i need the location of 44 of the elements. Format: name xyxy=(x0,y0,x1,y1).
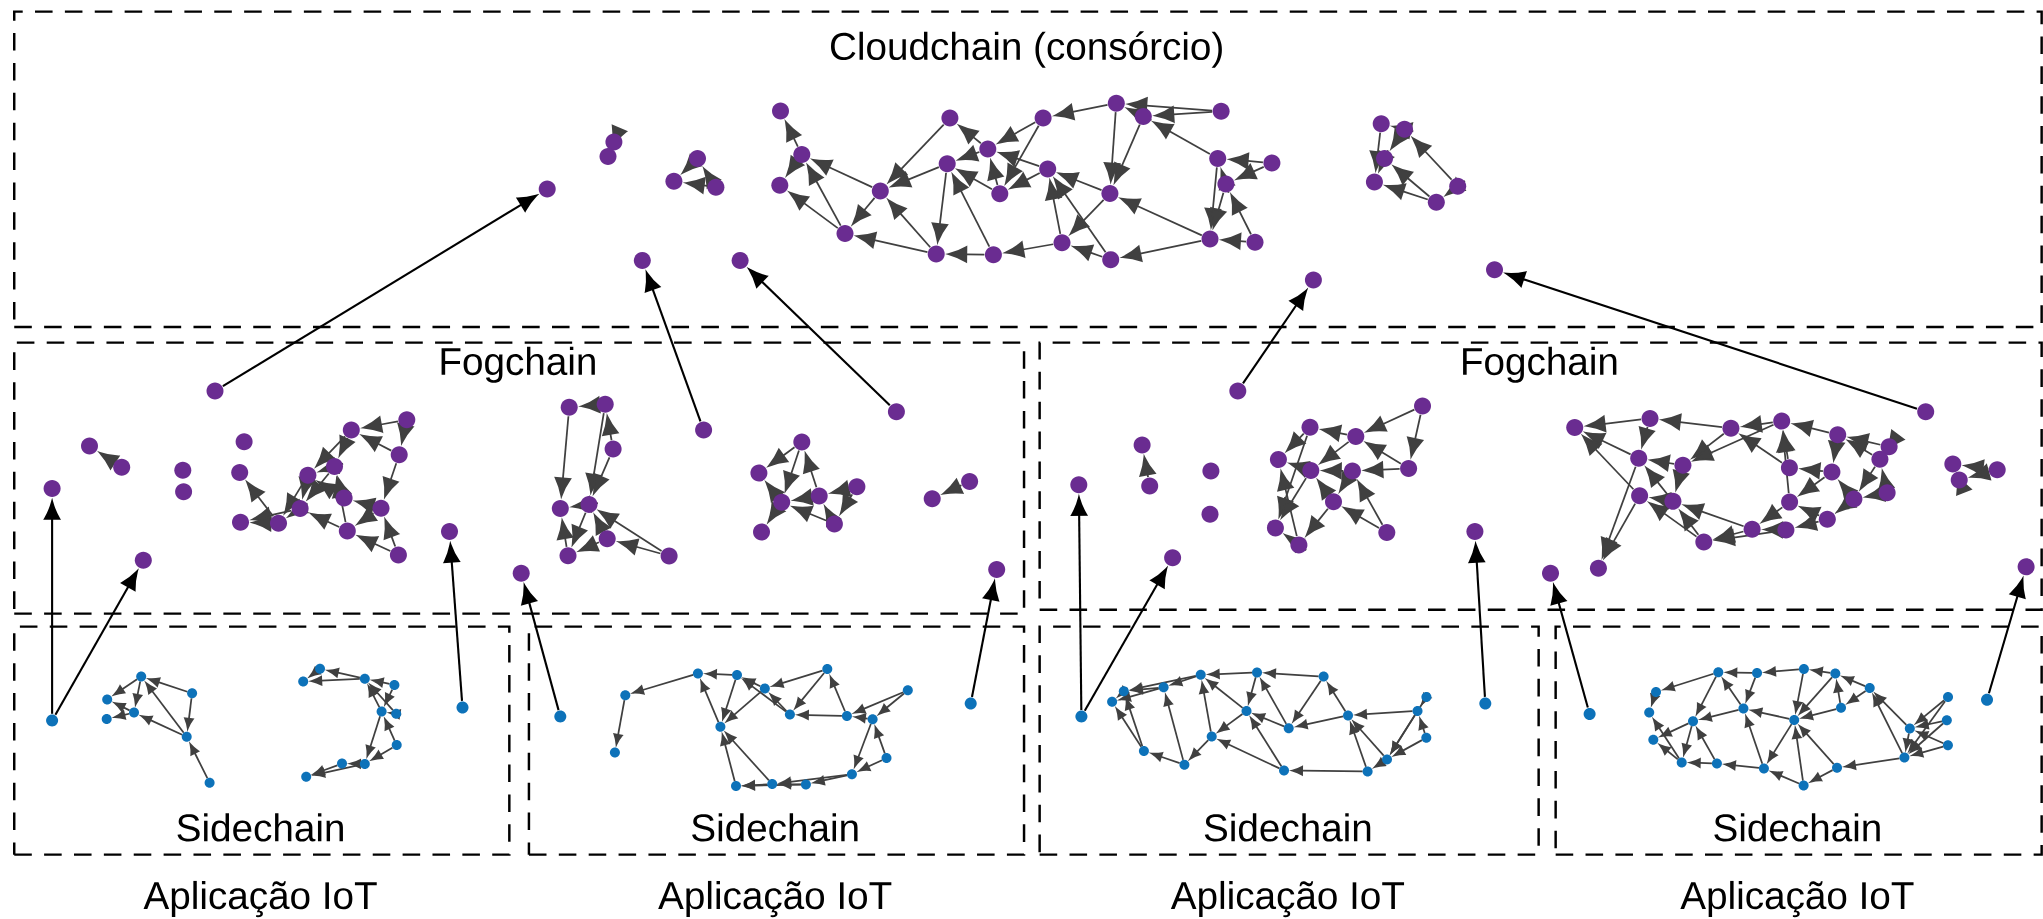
layer-box: Cloudchain (consórcio) xyxy=(13,10,2043,329)
network-dot xyxy=(633,252,651,270)
network-dot xyxy=(2017,558,2035,576)
arrow xyxy=(1071,497,1088,711)
network-dot xyxy=(1070,476,1088,494)
network-dot xyxy=(1917,403,1935,421)
node-label: Aplicação IoT xyxy=(1170,881,1405,918)
arrow xyxy=(1083,568,1168,712)
network-dot xyxy=(206,382,224,400)
arrow xyxy=(43,500,61,714)
arrow xyxy=(521,585,560,711)
network-dot xyxy=(1164,549,1182,567)
layer-box: Fogchain xyxy=(1038,341,2043,612)
network-dot xyxy=(988,561,1006,579)
arrow xyxy=(1242,290,1307,385)
arrow xyxy=(1506,271,1918,411)
network-dot xyxy=(1542,565,1559,582)
network-dot xyxy=(512,565,530,582)
layer-box: Sidechain xyxy=(1038,625,1540,857)
layer-box: Sidechain xyxy=(527,625,1026,857)
network-dot xyxy=(1229,382,1247,400)
network-dot xyxy=(1304,271,1322,289)
layer-box: Sidechain xyxy=(13,625,511,857)
network-dot xyxy=(731,252,749,270)
network-dot xyxy=(1486,261,1503,279)
network-dot xyxy=(887,403,905,421)
node-label: Aplicação IoT xyxy=(143,881,377,918)
arrow xyxy=(1987,578,2026,694)
network-dot xyxy=(538,180,556,198)
arrow xyxy=(1550,585,1589,709)
arrow xyxy=(748,268,891,407)
network-dot xyxy=(134,552,152,569)
arrow xyxy=(222,194,537,388)
arrow xyxy=(1468,543,1486,698)
network-dot xyxy=(441,523,458,541)
network-dot xyxy=(695,421,713,439)
arrow xyxy=(970,581,999,698)
layer-box: Sidechain xyxy=(1554,625,2043,857)
network-dot xyxy=(1466,523,1484,541)
arrow xyxy=(54,570,138,716)
arrow xyxy=(443,543,464,702)
node-label: Aplicação IoT xyxy=(1680,881,1914,918)
node-label: Aplicação IoT xyxy=(658,881,892,918)
network-dot xyxy=(43,480,61,498)
